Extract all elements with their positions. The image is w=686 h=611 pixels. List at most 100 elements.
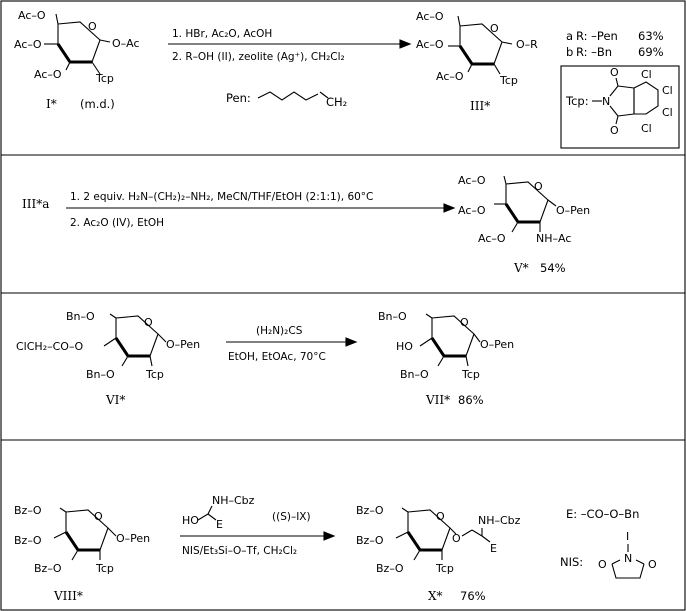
variant-b-yield: 69%: [638, 45, 664, 59]
scheme2-arrow-head: [443, 203, 456, 213]
scheme3-arrow-head: [345, 337, 358, 347]
e-definition: E: –CO–O–Bn: [566, 507, 639, 521]
compound-V-label: V*: [513, 261, 529, 275]
compound-I-label: I*: [46, 97, 57, 111]
tcp-box-label: Tcp:: [565, 94, 589, 108]
ring-oxygen: O: [88, 20, 97, 33]
tcp-box-cl-4: Cl: [641, 122, 652, 135]
nis-o-right: O: [648, 558, 657, 571]
c3-substituent: Bn–O: [86, 368, 115, 381]
variant-a-yield: 63%: [638, 29, 664, 43]
tcp-box-cl-2: Cl: [662, 84, 673, 97]
compound-V-yield: 54%: [540, 261, 566, 275]
c6-substituent: Bz–O: [14, 504, 42, 517]
x-nh-substituent: NH–Cbz: [478, 514, 521, 527]
reagent-nh: NH–Cbz: [212, 494, 255, 507]
scheme3-conditions: EtOH, EtOAc, 70°C: [228, 351, 326, 363]
tcp-definition-box: Tcp: N O O Cl Cl Cl Cl: [560, 65, 680, 149]
compound-VII: Bn–O HO Bn–O O–Pen Tcp O: [378, 310, 514, 381]
c1-substituent: O–Pen: [166, 338, 200, 351]
variant-b-r: R: –Bn: [576, 45, 612, 59]
c4-substituent: HO: [396, 340, 413, 353]
compound-X-label: X*: [428, 589, 443, 603]
variant-a-r: R: –Pen: [576, 29, 618, 43]
c2-substituent: Tcp: [145, 368, 164, 381]
reagent-e: E: [216, 518, 223, 531]
scheme2-step1: 1. 2 equiv. H₂N–(CH₂)₂–NH₂, MeCN/THF/EtO…: [70, 191, 373, 203]
tcp-box-cl-1: Cl: [641, 68, 652, 81]
ring-oxygen: O: [436, 510, 445, 523]
pen-chain: [257, 91, 319, 101]
compound-VIII-label: VIII*: [53, 589, 83, 603]
scheme3-reagent: (H₂N)₂CS: [256, 325, 303, 337]
c3-substituent: Ac–O: [436, 70, 464, 83]
c2-substituent: NH–Ac: [536, 232, 571, 245]
c1-substituent: O–Pen: [556, 204, 590, 217]
ring-oxygen: O: [490, 22, 499, 35]
c3-substituent: Bz–O: [376, 562, 404, 575]
compound-III: Ac–O Ac–O Ac–O O–R Tcp O: [416, 10, 538, 87]
variant-b-code: b: [566, 45, 573, 59]
pen-label: Pen:: [226, 91, 251, 105]
compound-III-label: III*: [470, 99, 490, 113]
ring-oxygen: O: [94, 510, 103, 523]
compound-VI: Bn–O ClCH₂–CO–O Bn–O O–Pen Tcp O: [16, 310, 200, 381]
compound-V: Ac–O Ac–O Ac–O O–Pen NH–Ac O: [458, 174, 590, 245]
c6-substituent: Ac–O: [416, 10, 444, 23]
c1-substituent: O–Pen: [480, 338, 514, 351]
c3-substituent: Ac–O: [478, 232, 506, 245]
c1-oxygen: O: [452, 532, 461, 545]
c3-substituent: Bn–O: [400, 368, 429, 381]
compound-IIIa-label: III*a: [22, 197, 49, 211]
tcp-box-o-bottom: O: [610, 124, 619, 137]
ring-oxygen: O: [144, 316, 153, 329]
c4-substituent: ClCH₂–CO–O: [16, 340, 83, 353]
c4-substituent: Ac–O: [416, 38, 444, 51]
c4-substituent: Bz–O: [14, 534, 42, 547]
c2-substituent: Tcp: [499, 74, 518, 87]
scheme4-arrow-head: [323, 531, 336, 541]
c4-substituent: Ac–O: [458, 204, 486, 217]
c4-substituent: Bz–O: [356, 534, 384, 547]
nis-structure: NIS: I N O O: [560, 530, 657, 579]
scheme4-conditions: NIS/Et₃Si–O–Tf, CH₂Cl₂: [182, 545, 297, 557]
c3-substituent: Ac–O: [34, 68, 62, 81]
scheme1-arrow-head: [399, 39, 412, 49]
reagent-IX: HO NH–Cbz E ((S)–IX): [182, 494, 311, 531]
scheme1-step2: 2. R–OH (II), zeolite (Ag⁺), CH₂Cl₂: [172, 51, 345, 63]
c1-substituent: O–R: [516, 38, 538, 51]
nis-o-left: O: [598, 558, 607, 571]
reagent-code: ((S)–IX): [272, 511, 311, 523]
tcp-box-cl-3: Cl: [662, 106, 673, 119]
scheme1-step1: 1. HBr, Ac₂O, AcOH: [172, 28, 272, 40]
compound-VIII: Bz–O Bz–O Bz–O O–Pen Tcp O: [14, 504, 150, 575]
compound-I: Ac–O Ac–O Ac–O O–Ac Tcp O: [14, 9, 140, 85]
c1-substituent: O–Ac: [112, 37, 140, 50]
c6-substituent: Ac–O: [458, 174, 486, 187]
tcp-box-n: N: [602, 95, 610, 108]
pen-double-bond: [319, 91, 329, 99]
compound-VII-label: VII*: [425, 393, 450, 407]
compound-VII-yield: 86%: [458, 393, 484, 407]
c2-substituent: Tcp: [95, 72, 114, 85]
ring-oxygen: O: [534, 180, 543, 193]
reagent-ho: HO: [182, 514, 199, 527]
compound-X-yield: 76%: [460, 589, 486, 603]
c6-substituent: Ac–O: [18, 9, 46, 22]
variant-a-code: a: [566, 29, 573, 43]
c3-substituent: Bz–O: [34, 562, 62, 575]
nis-n: N: [624, 552, 632, 565]
c6-substituent: Bn–O: [378, 310, 407, 323]
compound-VI-label: VI*: [105, 393, 125, 407]
pen-ch2: CH₂: [326, 95, 347, 109]
c6-substituent: Bn–O: [66, 310, 95, 323]
nis-i: I: [626, 530, 629, 543]
c1-substituent: O–Pen: [116, 532, 150, 545]
c2-substituent: Tcp: [461, 368, 480, 381]
nis-label: NIS:: [560, 555, 583, 569]
compound-X: Bz–O Bz–O Bz–O O Tcp O NH–Cbz E: [356, 504, 521, 575]
ring-oxygen: O: [460, 316, 469, 329]
scheme2-step2: 2. Ac₂O (IV), EtOH: [70, 217, 164, 229]
